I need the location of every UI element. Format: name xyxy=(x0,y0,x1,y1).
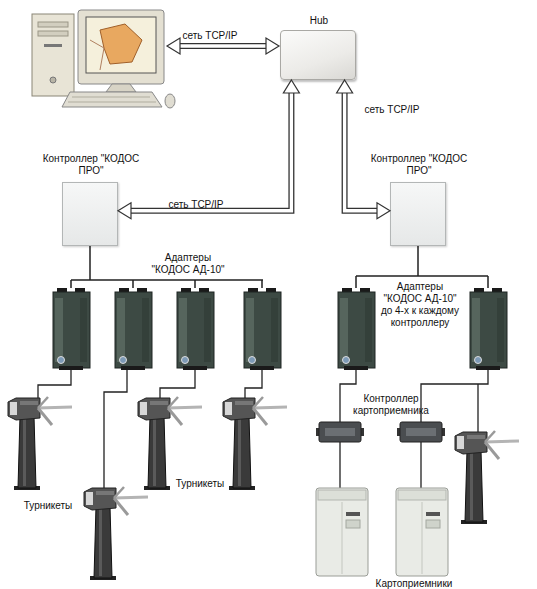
connector-core xyxy=(130,92,291,211)
turnstile xyxy=(138,397,202,490)
connector-label: сеть TCP/IP xyxy=(354,104,430,116)
hub-box: Hub xyxy=(280,30,356,80)
annotation-label: Турникеты xyxy=(16,500,80,512)
annotation-label: Турникеты xyxy=(168,478,232,490)
connector-label: сеть TCP/IP xyxy=(158,199,234,211)
annotation-label: сеть TCP/IP xyxy=(172,30,248,42)
node-heading: Контроллер "КОДОС ПРО" xyxy=(369,153,469,177)
card-controller xyxy=(397,422,445,442)
card-receiver xyxy=(396,488,448,576)
computer-illustration xyxy=(32,10,175,108)
card-receiver xyxy=(316,488,368,576)
turnstile xyxy=(455,431,519,524)
annotation-label: Картоприемники xyxy=(366,578,462,589)
adapter-device xyxy=(338,288,375,370)
arrow-head xyxy=(118,203,131,219)
annotation-label: Контроллер картоприемника xyxy=(336,393,446,417)
annotation-label: Адаптеры "КОДОС АД-10" xyxy=(150,252,226,276)
connector-outline xyxy=(130,92,291,211)
bus-wire xyxy=(71,246,263,288)
card-controller xyxy=(316,422,364,442)
network-connector xyxy=(337,80,390,219)
node-heading: Hub xyxy=(273,15,365,27)
turnstile xyxy=(8,397,72,490)
adapter-device xyxy=(177,288,214,370)
node-heading: Контроллер "КОДОС ПРО" xyxy=(41,153,141,177)
network-connector xyxy=(118,80,299,219)
turnstile xyxy=(223,397,287,490)
adapter-device xyxy=(115,288,152,370)
adapter-device xyxy=(53,288,90,370)
arrow-head xyxy=(377,203,390,219)
controller-box: Контроллер "КОДОС ПРО" xyxy=(390,182,446,246)
controller-box: Контроллер "КОДОС ПРО" xyxy=(62,182,118,246)
annotation-label: Адаптеры "КОДОС АД-10" до 4-х к каждому … xyxy=(378,281,462,329)
turnstile xyxy=(84,487,148,580)
adapter-device xyxy=(470,288,507,370)
arrow-head xyxy=(283,80,299,93)
adapter-device xyxy=(244,288,281,370)
arrow-head xyxy=(337,80,353,93)
